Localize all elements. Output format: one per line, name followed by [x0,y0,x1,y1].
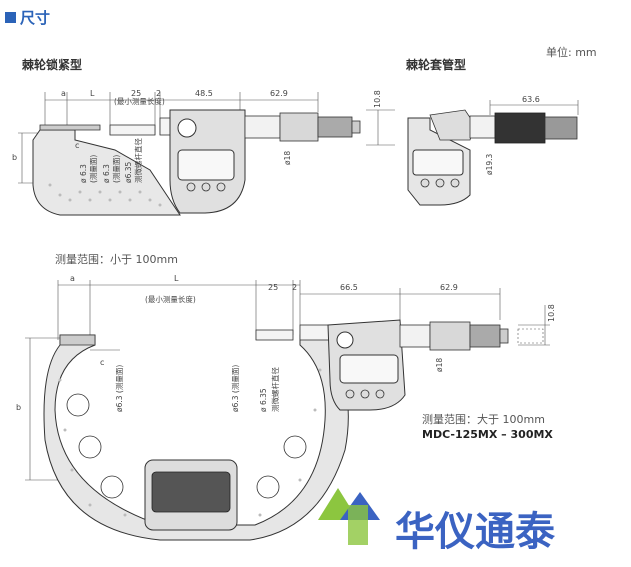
dim-a-bottom: a [70,274,75,283]
dim-62-9-bottom: 62.9 [440,283,458,292]
dim-phi6-35-bottom: ø 6.35 [259,388,268,412]
range-large: 测量范围：大于 100mm [422,413,545,426]
dim-phi6-3-bottom-a: ø6.3 (测量面) [115,365,124,412]
dim-25-bottom: 25 [268,283,278,292]
dim-phi6-3-b: ø 6.3 [102,164,111,183]
dim-measface-b: (测量面) [112,155,121,183]
dim-phi6-3-a: ø 6.3 [79,164,88,183]
model-number: MDC-125MX – 300MX [422,428,553,441]
dim-phi18-bottom: ø18 [435,358,444,372]
header-square-icon [5,12,16,23]
dim-spindle-top: 测微螺杆直径 [133,138,143,183]
dim-25-top: 25 [131,89,141,98]
dim-c-top: c [75,141,79,150]
watermark-logo-icon [318,488,380,545]
dim-2-bottom: 2 [292,283,297,292]
micrometer-small-drawing [18,92,395,216]
dim-10-8-bottom: 10.8 [547,304,556,322]
micrometer-large-drawing [25,280,550,541]
watermark-text: 华仪通泰 [395,509,556,555]
dim-phi18-top: ø18 [283,151,292,165]
dim-62-9-top: 62.9 [270,89,288,98]
dim-spindle-bottom: 测微螺杆直径 [270,367,280,412]
dim-2-top: 2 [156,89,161,98]
dim-63-6: 63.6 [522,95,540,104]
dim-measface-a: (测量面) [89,155,98,183]
micrometer-thimble-drawing [407,100,579,206]
dim-b-top: b [12,153,17,162]
dim-phi6-3-bottom-b: ø6.3 (测量面) [231,365,240,412]
dim-66-5: 66.5 [340,283,358,292]
dim-c-bottom: c [100,358,104,367]
dim-L-bottom: L [174,274,179,283]
dim-minlen-bottom: (最小测量长度) [145,294,196,304]
dim-48-5: 48.5 [195,89,213,98]
dim-phi6-35-top: ø6.35 [124,161,133,183]
dim-10-8-top: 10.8 [373,90,382,108]
dim-b-bottom: b [16,403,21,412]
ratchet-lock-title: 棘轮锁紧型 [22,58,83,72]
ratchet-thimble-title: 棘轮套管型 [406,58,467,72]
dim-phi19-3: ø19.3 [485,153,494,175]
dim-a-top: a [61,89,66,98]
section-title: 尺寸 [20,9,51,27]
dim-minlen-top: (最小测量长度) [114,96,165,106]
dim-L-top: L [90,89,95,98]
range-small: 测量范围：小于 100mm [55,253,178,266]
unit-label: 单位: mm [546,46,597,59]
